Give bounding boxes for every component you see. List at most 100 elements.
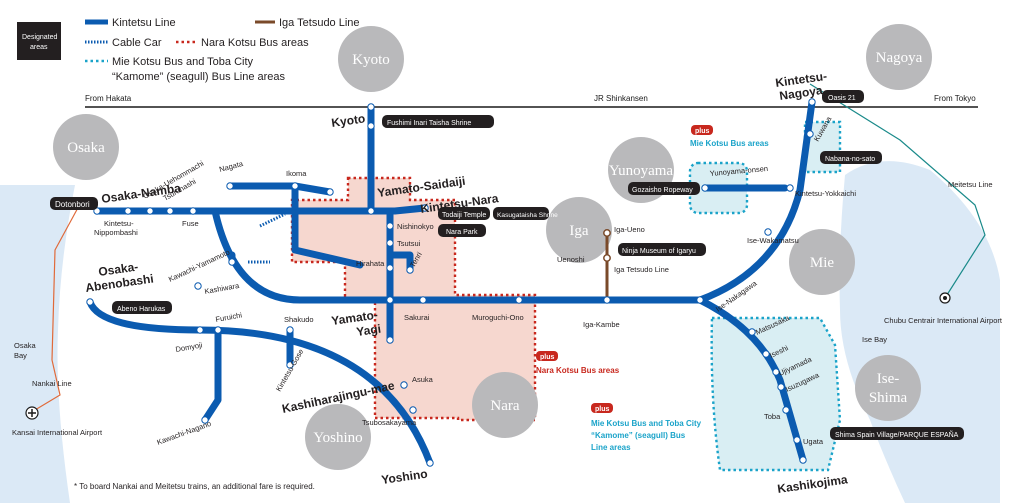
poi-boxes: Dotonbori Fushimi Inari Taisha Shrine To… [50,90,964,440]
gozaisho-box [628,182,700,195]
dot-kashiwara [194,282,202,290]
ninja-museum-box [618,243,706,256]
mie-toba-note-2: “Kamome” (seagull) Bus [591,431,686,440]
dot-kyoto [367,103,375,111]
dot-kawachi-yamamoto [228,258,236,266]
dot-yoshino [426,459,434,467]
fushimi-box [382,115,494,128]
ise-wakamatsu-label: Ise-Wakamatsu [747,236,799,245]
fuse-label: Fuse [182,219,199,228]
osaka-abenobashi-label-1: Osaka- [97,260,139,279]
todaiji-box [438,207,490,220]
dot-ugata [793,436,801,444]
kintetsu-nagoya-label-2: Nagoya [778,83,823,103]
nara-kotsu-bus-note: Nara Kotsu Bus areas [536,366,620,375]
ninja-museum-text: Ninja Museum of Igaryu [622,248,696,255]
oasis21-box [822,90,864,103]
nankai-line-label: Nankai Line [32,379,72,388]
station-labels: Osaka-Uehommachi Tsuruhashi Nagata Ikoma… [12,114,1003,491]
kansai-airport-label: Kansai International Airport [12,428,103,437]
dot-nagata [226,182,234,190]
line-to-kashikojima [696,296,807,464]
dot-tsutsui [386,239,394,247]
dot-ise-nakagawa [696,296,704,304]
ise-shima-circle [855,355,921,421]
dot-yokkaichi [786,184,794,192]
dot-kawachi-nagano [201,416,209,424]
nara-park-text: Nara Park [446,229,478,236]
dotonbori-box [50,197,98,210]
dot-yamato-saidaiji [367,207,375,215]
muroguchi-label: Muroguchi-Ono [472,313,524,322]
iga-circle [546,197,612,263]
line-tenri [386,251,414,274]
legend-designated-2: areas [30,44,48,51]
ugata-label: Ugata [803,437,824,446]
nippombashi-label-2: Nippombashi [94,228,138,237]
ise-bay-label: Ise Bay [862,335,887,344]
dotonbori-text: Dotonbori [55,200,90,209]
plus-text-toba: plus [595,406,609,413]
tsubosakayama-label: Tsubosakayama [362,418,417,427]
kansai-airport-icon [25,406,39,420]
dot-ise-wakamatsu [764,228,772,236]
city-circles: Osaka Kyoto Nagoya Yunoyama Iga Mie Nara… [53,24,932,470]
yamato-yagi-label-2: Yagi [355,322,381,339]
dot-yagi [386,296,394,304]
kintetsu-yokkaichi-label: Kintetsu-Yokkaichi [795,189,856,198]
meitetsu-line [809,83,986,299]
kyoto-station-label: Kyoto [330,111,366,130]
yunoyama-region-label: Yunoyama [609,163,673,179]
nabana-box [820,151,882,164]
from-tokyo-label: From Tokyo [934,94,976,103]
mie-kotsu-area-ise [710,316,842,472]
dot-kintetsu-nara [421,204,429,212]
nagata-label: Nagata [218,159,244,174]
plus-badge-nara [536,351,558,361]
abeno-harukas-text: Abeno Harukas [117,306,166,313]
plus-text-nara: plus [540,354,554,361]
osaka-bay [0,185,75,503]
gozaisho-text: Gozaisho Ropeway [632,187,693,194]
shima-spain-text: Shima Spain Village/PARQUE ESPAÑA [835,430,959,439]
station-dots [86,98,816,467]
nagoya-circle [866,24,932,90]
nippombashi-label-1: Kintetsu- [104,219,134,228]
furuichi-label: Furuichi [215,310,243,324]
chubu-airport-icon [939,292,951,304]
mie-region-label: Mie [810,255,835,271]
nagoya-region-label: Nagoya [876,50,923,66]
yoshino-circle [305,404,371,470]
nishinokyo-label: Nishinokyo [397,222,434,231]
domyoji-label: Domyoji [175,340,204,354]
dot-kuwana [806,130,814,138]
iga-tetsudo-line-label: Iga Tetsudo Line [614,265,669,274]
dot-tenri [406,266,414,274]
dot-ikoma-end [326,188,334,196]
dot-abenobashi [86,298,94,306]
dot-uenoshi [603,254,611,262]
plus-badge-mie [691,125,713,135]
dot-nishinokyo [386,222,394,230]
line-namba-yagi [211,207,704,304]
legend-cable-label: Cable Car [112,37,162,49]
kyoto-circle [338,26,404,92]
line-kawachi-nagano [201,326,222,424]
osaka-region-label: Osaka [67,140,105,156]
nara-park-box [438,224,486,237]
yoshino-station-label: Yoshino [380,467,428,487]
shinkansen-label: JR Shinkansen [594,94,648,103]
dot-kashiharajingu [386,336,394,344]
ise-shima-region-label-1: Ise- [877,371,900,387]
mie-toba-note-1: Mie Kotsu Bus and Toba City [591,419,702,428]
yamato-yagi-label-1: Yamato- [330,308,378,328]
dot-ujiyamada [772,368,780,376]
line-ikoma [226,182,334,196]
dot-matsusaka [748,328,756,336]
plus-badge-toba [591,403,613,413]
cable-car-ikoma [259,212,286,228]
mie-kotsu-bus-note: Mie Kotsu Bus areas [690,139,769,148]
dot-kintetsu-nagoya [808,98,816,106]
asuka-label: Asuka [412,375,434,384]
